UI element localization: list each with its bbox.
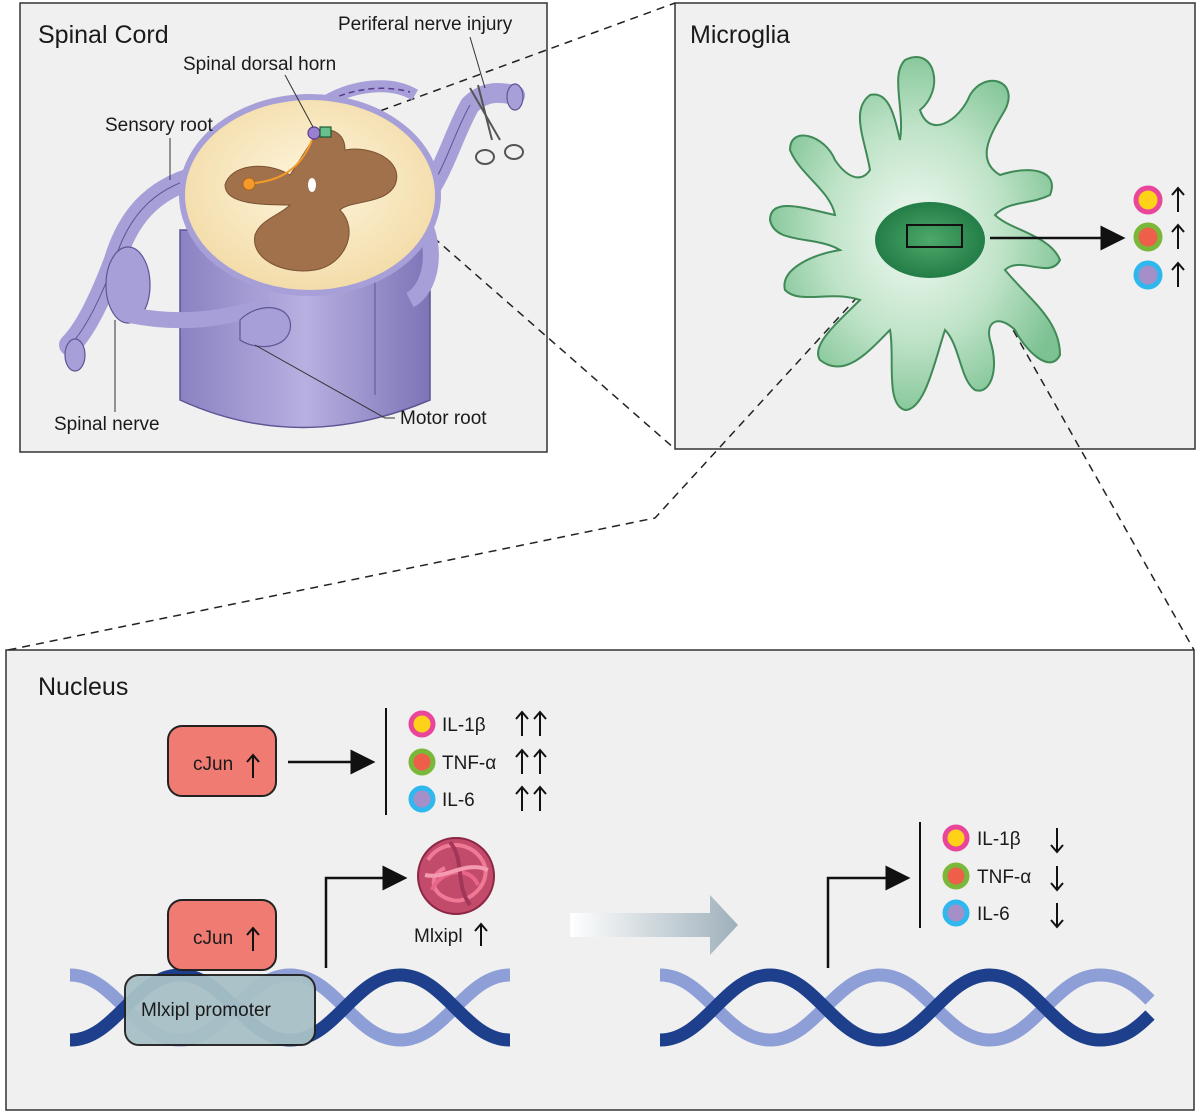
down-arrow-icon bbox=[1050, 866, 1064, 892]
right-item-tnfa: TNF-α bbox=[977, 867, 1031, 888]
nucleus-title: Nucleus bbox=[38, 673, 128, 701]
right-cytokine-list: IL-1β TNF-α IL-6 bbox=[942, 824, 1064, 929]
cjun-label-top: cJun bbox=[193, 754, 233, 775]
spinal-cord-title: Spinal Cord bbox=[38, 21, 169, 49]
cjun-box-bottom bbox=[167, 899, 277, 971]
cjun-label-bottom: cJun bbox=[193, 928, 233, 949]
il6-marker bbox=[1133, 260, 1163, 290]
label-spinal-nerve: Spinal nerve bbox=[54, 414, 160, 435]
mlxipl-label: Mlxipl bbox=[414, 926, 463, 947]
up-arrow-icon bbox=[1171, 261, 1185, 287]
cjun-box-top bbox=[167, 725, 277, 797]
transcription-arrow-left bbox=[324, 865, 408, 968]
right-item-il1b: IL-1β bbox=[977, 829, 1021, 850]
up-arrow-icon bbox=[246, 926, 260, 951]
label-motor-root: Motor root bbox=[400, 408, 487, 429]
label-sensory-root: Sensory root bbox=[105, 115, 213, 136]
up-arrow-icon bbox=[246, 753, 260, 778]
label-nerve-injury: Periferal nerve injury bbox=[338, 14, 513, 35]
spinal-cord-illustration bbox=[59, 36, 525, 429]
down-arrow-icon bbox=[1050, 903, 1064, 929]
double-up-arrow-icon bbox=[515, 748, 547, 774]
tnfa-marker bbox=[1133, 222, 1163, 252]
microglia-title: Microglia bbox=[690, 21, 790, 49]
double-up-arrow-icon bbox=[515, 710, 547, 736]
left-item-il6: IL-6 bbox=[442, 790, 475, 811]
right-item-il6: IL-6 bbox=[977, 904, 1010, 925]
up-arrow-icon bbox=[474, 922, 488, 946]
transcription-arrow-right bbox=[826, 865, 911, 968]
left-item-tnfa: TNF-α bbox=[442, 753, 496, 774]
microglia-cell bbox=[768, 56, 1062, 412]
down-arrow-icon bbox=[1050, 828, 1064, 854]
promoter-label: Mlxipl promoter bbox=[141, 1000, 272, 1021]
microglia-cytokine-markers bbox=[1133, 185, 1185, 290]
up-arrow-icon bbox=[1171, 223, 1185, 249]
dna-helix-right bbox=[659, 968, 1155, 1047]
left-cytokine-list: IL-1β TNF-α IL-6 bbox=[408, 710, 547, 813]
il1b-marker bbox=[1133, 185, 1163, 215]
left-item-il1b: IL-1β bbox=[442, 715, 486, 736]
promoter-box bbox=[124, 974, 316, 1046]
scissors-icon bbox=[469, 84, 524, 165]
transition-arrow bbox=[570, 895, 738, 955]
label-dorsal-horn: Spinal dorsal horn bbox=[183, 54, 336, 75]
mlxipl-protein-icon bbox=[417, 837, 495, 915]
up-arrow-icon bbox=[1171, 186, 1185, 212]
double-up-arrow-icon bbox=[515, 785, 547, 811]
